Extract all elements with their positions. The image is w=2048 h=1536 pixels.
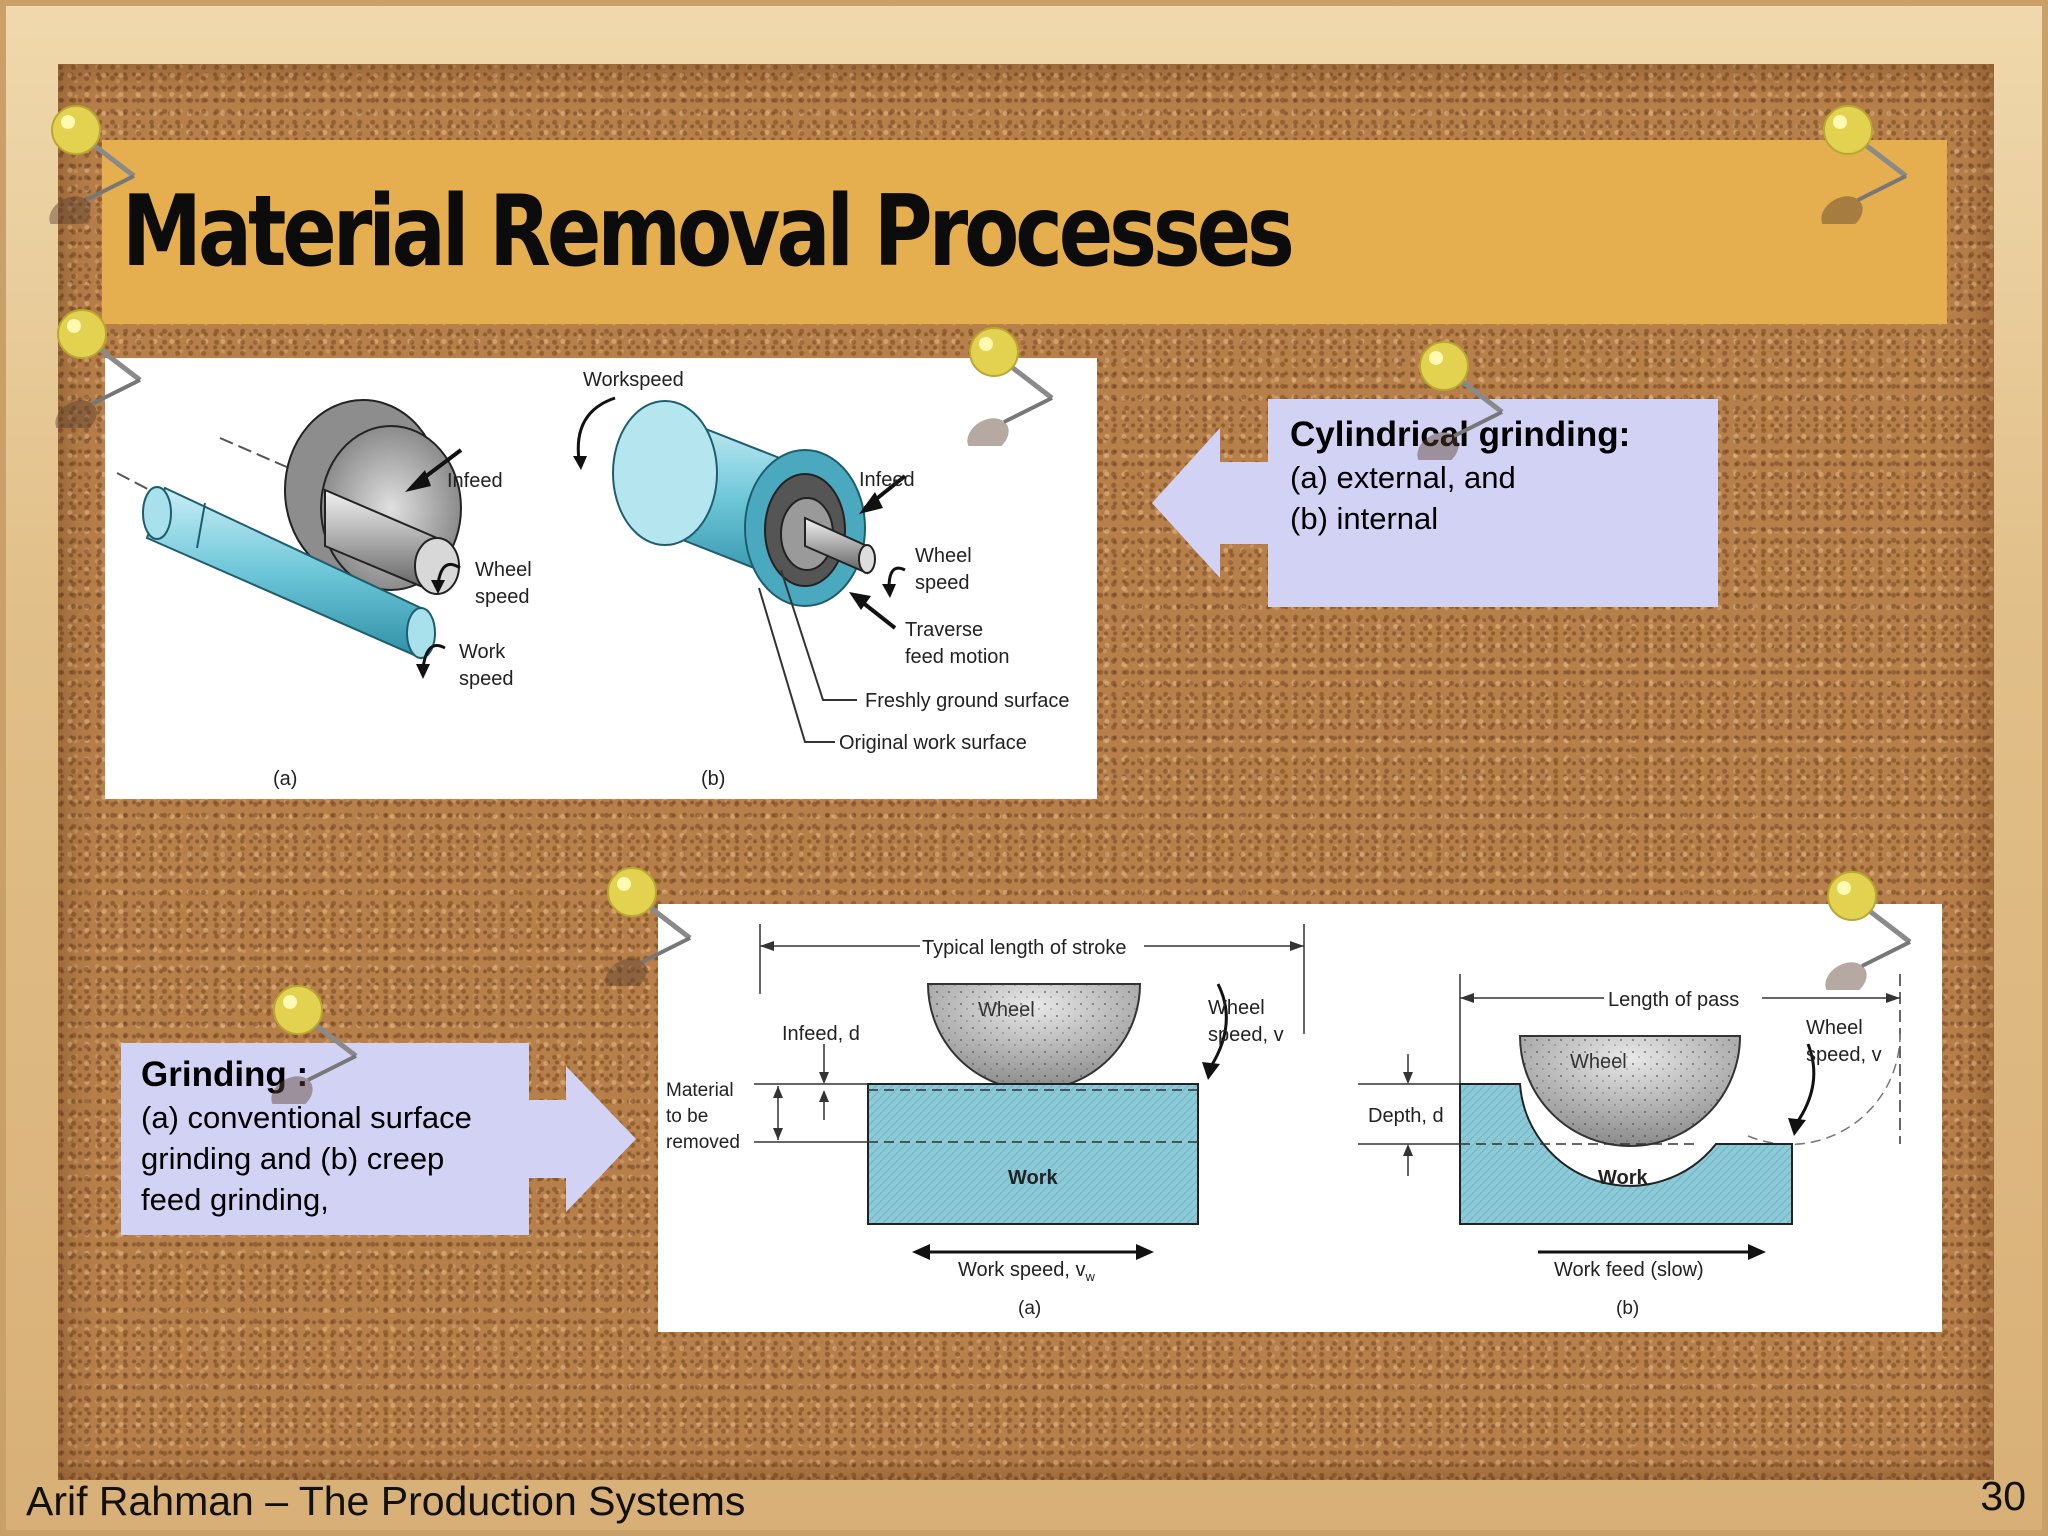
pushpin-icon (55, 309, 142, 428)
caption-b2: (b) (1616, 1298, 1639, 1319)
wheel-speed-label-b1: Wheel (915, 545, 972, 567)
caption-b: (b) (701, 768, 725, 790)
wheel-speed-label-a2: speed (475, 586, 530, 608)
creep-feed-grinding: Length of pass Wheel Work Wheel speed, v… (1358, 974, 1901, 1319)
callout-heading: Grinding : (141, 1055, 309, 1094)
pushpin-icon (1821, 105, 1908, 224)
infeed-label: Infeed, d (782, 1023, 860, 1045)
wheel-speed-label-a1: Wheel (475, 559, 532, 581)
pushpin-icon (1825, 871, 1912, 990)
pushpin-icon (271, 985, 358, 1104)
traverse-label-1: Traverse (905, 619, 983, 641)
work-speed-label-a1: Work (459, 641, 506, 663)
callout-arrow-right-top (1152, 428, 1272, 578)
material-label-2: to be (666, 1106, 708, 1127)
callout-line: feed grinding, (141, 1182, 329, 1217)
depth-label: Depth, d (1368, 1105, 1444, 1127)
cylindrical-grinding-diagram: Infeed Wheel speed Work speed (a) Worksp… (116, 369, 1070, 790)
cylindrical-grinding-figure: Infeed Wheel speed Work speed (a) Worksp… (105, 358, 1097, 799)
original-surface-label: Original work surface (839, 732, 1027, 754)
traverse-label-2: feed motion (905, 646, 1010, 668)
work-speed-label: Work speed, vw (958, 1259, 1095, 1284)
wheel-speed-label-a1: Wheel (1208, 997, 1265, 1019)
work-label-a: Work (1008, 1167, 1059, 1189)
callout-line: (a) conventional surface (141, 1100, 472, 1135)
work-label-b: Work (1598, 1167, 1649, 1189)
work-feed-label: Work feed (slow) (1554, 1259, 1704, 1281)
pushpin-icon (49, 105, 136, 224)
cylindrical-grinding-callout: Cylindrical grinding: (a) external, and … (1268, 399, 1718, 607)
surface-grinding-diagram: Typical length of stroke Wheel Work Whee… (666, 924, 1901, 1319)
stroke-length-label: Typical length of stroke (922, 937, 1127, 959)
internal-grinding-drawing: Workspeed Infeed Wheel speed Traverse fe… (573, 369, 1070, 790)
grinding-callout: Grinding : (a) conventional surface grin… (121, 1043, 529, 1235)
wheel-speed-label-b2: speed (915, 572, 970, 594)
pushpin-icon (1417, 341, 1504, 460)
pass-length-label: Length of pass (1608, 989, 1739, 1011)
infeed-label-a: Infeed (447, 470, 503, 492)
fresh-surface-label: Freshly ground surface (865, 690, 1070, 712)
wheel-label-a: Wheel (978, 999, 1035, 1021)
callout-line: (b) internal (1290, 501, 1439, 536)
pushpin-icon (967, 327, 1054, 446)
callout-arrow-right-bottom (526, 1066, 636, 1212)
wheel-label-b: Wheel (1570, 1051, 1627, 1073)
workspeed-label-b: Workspeed (583, 369, 684, 391)
pushpin-icon (605, 867, 692, 986)
work-speed-label-a2: speed (459, 668, 514, 690)
external-grinding-drawing: Infeed Wheel speed Work speed (a) (116, 399, 532, 790)
callout-line: grinding and (b) creep (141, 1141, 445, 1176)
title-banner (102, 140, 1947, 324)
caption-a2: (a) (1018, 1298, 1041, 1319)
surface-grinding-figure: Typical length of stroke Wheel Work Whee… (658, 904, 1942, 1332)
caption-a: (a) (273, 768, 297, 790)
slide-title: Material Removal Processes (122, 175, 1295, 289)
conventional-surface-grinding: Typical length of stroke Wheel Work Whee… (666, 924, 1305, 1319)
material-label-1: Material (666, 1080, 734, 1101)
wheel-speed-label-b2: speed, v (1806, 1044, 1882, 1066)
footer-author: Arif Rahman – The Production Systems (26, 1478, 746, 1524)
infeed-label-b: Infeed (859, 469, 915, 491)
callout-line: (a) external, and (1290, 460, 1516, 495)
wheel-speed-label-b1: Wheel (1806, 1017, 1863, 1039)
page-number: 30 (1980, 1473, 2026, 1519)
material-label-3: removed (666, 1132, 740, 1153)
wheel-speed-label-a2: speed, v (1208, 1024, 1284, 1046)
